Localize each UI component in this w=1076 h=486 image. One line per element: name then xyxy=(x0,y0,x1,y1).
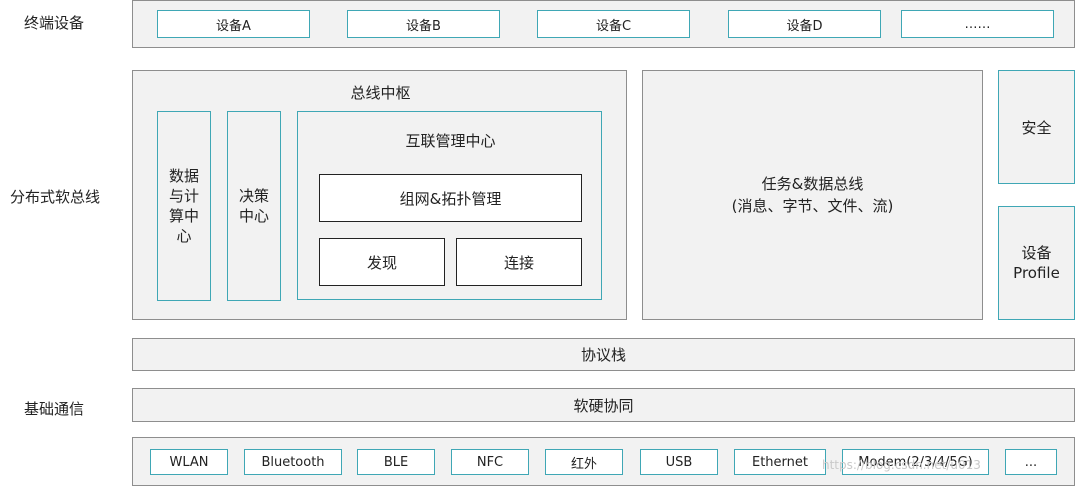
comm-tech-chip: Ethernet xyxy=(734,449,826,475)
bus-hub-title: 总线中枢 xyxy=(350,84,411,102)
decision-center: 决策中心 xyxy=(227,111,281,301)
terminal-devices-panel: 设备A 设备B 设备C 设备D …… xyxy=(132,0,1075,48)
interconnect-management-center: 互联管理中心 组网&拓扑管理 发现 连接 xyxy=(297,111,602,300)
comm-tech-chip: Bluetooth xyxy=(244,449,342,475)
discovery-box: 发现 xyxy=(319,238,445,286)
watermark-text: https://blog.csdn.net/u013 xyxy=(822,458,981,472)
device-chip: 设备C xyxy=(537,10,690,38)
comm-tech-chip: 红外 xyxy=(545,449,623,475)
comm-tech-chip-more: ... xyxy=(1005,449,1057,475)
connection-box: 连接 xyxy=(456,238,582,286)
task-data-bus-title: 任务&数据总线 xyxy=(761,175,864,193)
row-label-terminal-devices: 终端设备 xyxy=(24,14,85,32)
device-chip: 设备D xyxy=(728,10,881,38)
device-profile-box: 设备 Profile xyxy=(998,206,1075,320)
device-chip-more: …… xyxy=(901,10,1054,38)
networking-topology-box: 组网&拓扑管理 xyxy=(319,174,582,222)
device-profile-line1: 设备 xyxy=(1021,244,1052,262)
comm-tech-chip: NFC xyxy=(451,449,529,475)
row-label-basic-communication: 基础通信 xyxy=(24,400,85,418)
task-data-bus-panel: 任务&数据总线 (消息、字节、文件、流) xyxy=(642,70,983,320)
comm-tech-chip: WLAN xyxy=(150,449,228,475)
comm-tech-chip: USB xyxy=(640,449,718,475)
comm-tech-chip: Modem(2/3/4/5G) xyxy=(842,449,989,475)
device-profile-line2: Profile xyxy=(1013,264,1060,282)
protocol-stack-bar: 协议栈 xyxy=(132,338,1075,371)
data-compute-center: 数据与计算中心 xyxy=(157,111,211,301)
comm-tech-chip: BLE xyxy=(357,449,435,475)
row-label-distributed-softbus: 分布式软总线 xyxy=(10,188,101,206)
bus-hub-panel: 总线中枢 数据与计算中心 决策中心 互联管理中心 组网&拓扑管理 发现 连接 xyxy=(132,70,627,320)
hw-sw-collaboration-bar: 软硬协同 xyxy=(132,388,1075,422)
interconnect-center-title: 互联管理中心 xyxy=(405,132,496,150)
security-box: 安全 xyxy=(998,70,1075,184)
device-chip: 设备A xyxy=(157,10,310,38)
device-chip: 设备B xyxy=(347,10,500,38)
task-data-bus-subtitle: (消息、字节、文件、流) xyxy=(731,197,894,215)
communication-tech-panel: WLAN Bluetooth BLE NFC 红外 USB Ethernet M… xyxy=(132,437,1075,486)
